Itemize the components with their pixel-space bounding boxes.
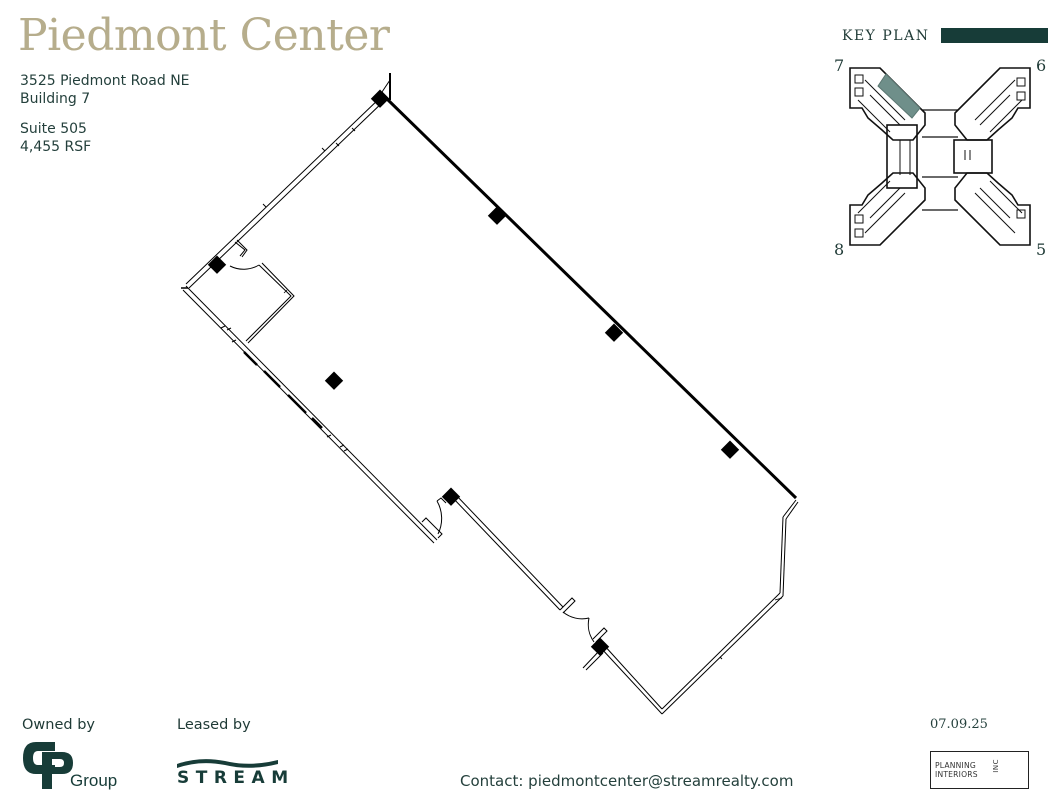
- building-number-7: 7: [834, 56, 845, 75]
- demising-wall: [451, 493, 576, 614]
- key-plan-building-8: [849, 172, 926, 246]
- architect-logo-line2: INTERIORS: [935, 770, 978, 779]
- key-plan-highlight: [877, 73, 921, 119]
- column-2: [487, 206, 507, 225]
- entry-door-1: [421, 497, 447, 539]
- page-title: Piedmont Center: [18, 10, 390, 61]
- column-1: [370, 89, 390, 108]
- owner-logo-text: Group: [70, 771, 118, 790]
- rentable-area: 4,455 RSF: [20, 139, 92, 155]
- storage-room: [229, 239, 295, 344]
- architect-logo-line1: PLANNING: [935, 761, 976, 770]
- leased-by-label: Leased by: [177, 717, 251, 733]
- building-number-8: 8: [834, 240, 845, 259]
- suite-number: Suite 505: [20, 121, 87, 137]
- address-line-1: 3525 Piedmont Road NE: [20, 73, 190, 89]
- owned-by-label: Owned by: [22, 717, 95, 733]
- key-plan-building-6: [954, 67, 1031, 141]
- door-swing-icon: [587, 617, 595, 643]
- exterior-wall-ne: [384, 96, 798, 500]
- column-4: [720, 440, 740, 459]
- interior-wall-nw: [185, 95, 386, 289]
- plan-date: 07.09.25: [930, 717, 988, 732]
- planning-interiors-logo: PLANNING INTERIORS INC: [930, 751, 1029, 789]
- door-swing-icon: [229, 264, 260, 270]
- column-8: [590, 637, 610, 656]
- door-swing-icon: [436, 500, 443, 535]
- stream-wave-icon: [177, 759, 278, 768]
- stream-logo-text: STREAM: [177, 768, 295, 788]
- interior-wall-sw: [181, 285, 438, 544]
- key-plan-map: [849, 67, 1031, 246]
- door-swing-icon: [562, 611, 590, 620]
- key-plan-core: [886, 109, 993, 211]
- column-3: [604, 323, 624, 342]
- address-line-2: Building 7: [20, 91, 91, 107]
- column-6: [324, 371, 344, 390]
- key-plan-bar: [941, 28, 1048, 43]
- architect-logo-suffix: INC: [992, 759, 1000, 773]
- column-icon: [207, 89, 740, 656]
- column-7: [441, 487, 461, 506]
- building-number-6: 6: [1036, 56, 1047, 75]
- exterior-wall-south: [599, 499, 799, 715]
- floor-plan: [181, 73, 799, 715]
- window-mullion-icon: [243, 351, 323, 429]
- building-number-5: 5: [1036, 240, 1047, 259]
- contact-email[interactable]: Contact: piedmontcenter@streamrealty.com: [460, 772, 794, 790]
- cp-group-logo: [23, 742, 73, 789]
- key-plan-title: KEY PLAN: [842, 28, 930, 44]
- column-5: [207, 255, 227, 274]
- key-plan-building-5: [954, 172, 1031, 246]
